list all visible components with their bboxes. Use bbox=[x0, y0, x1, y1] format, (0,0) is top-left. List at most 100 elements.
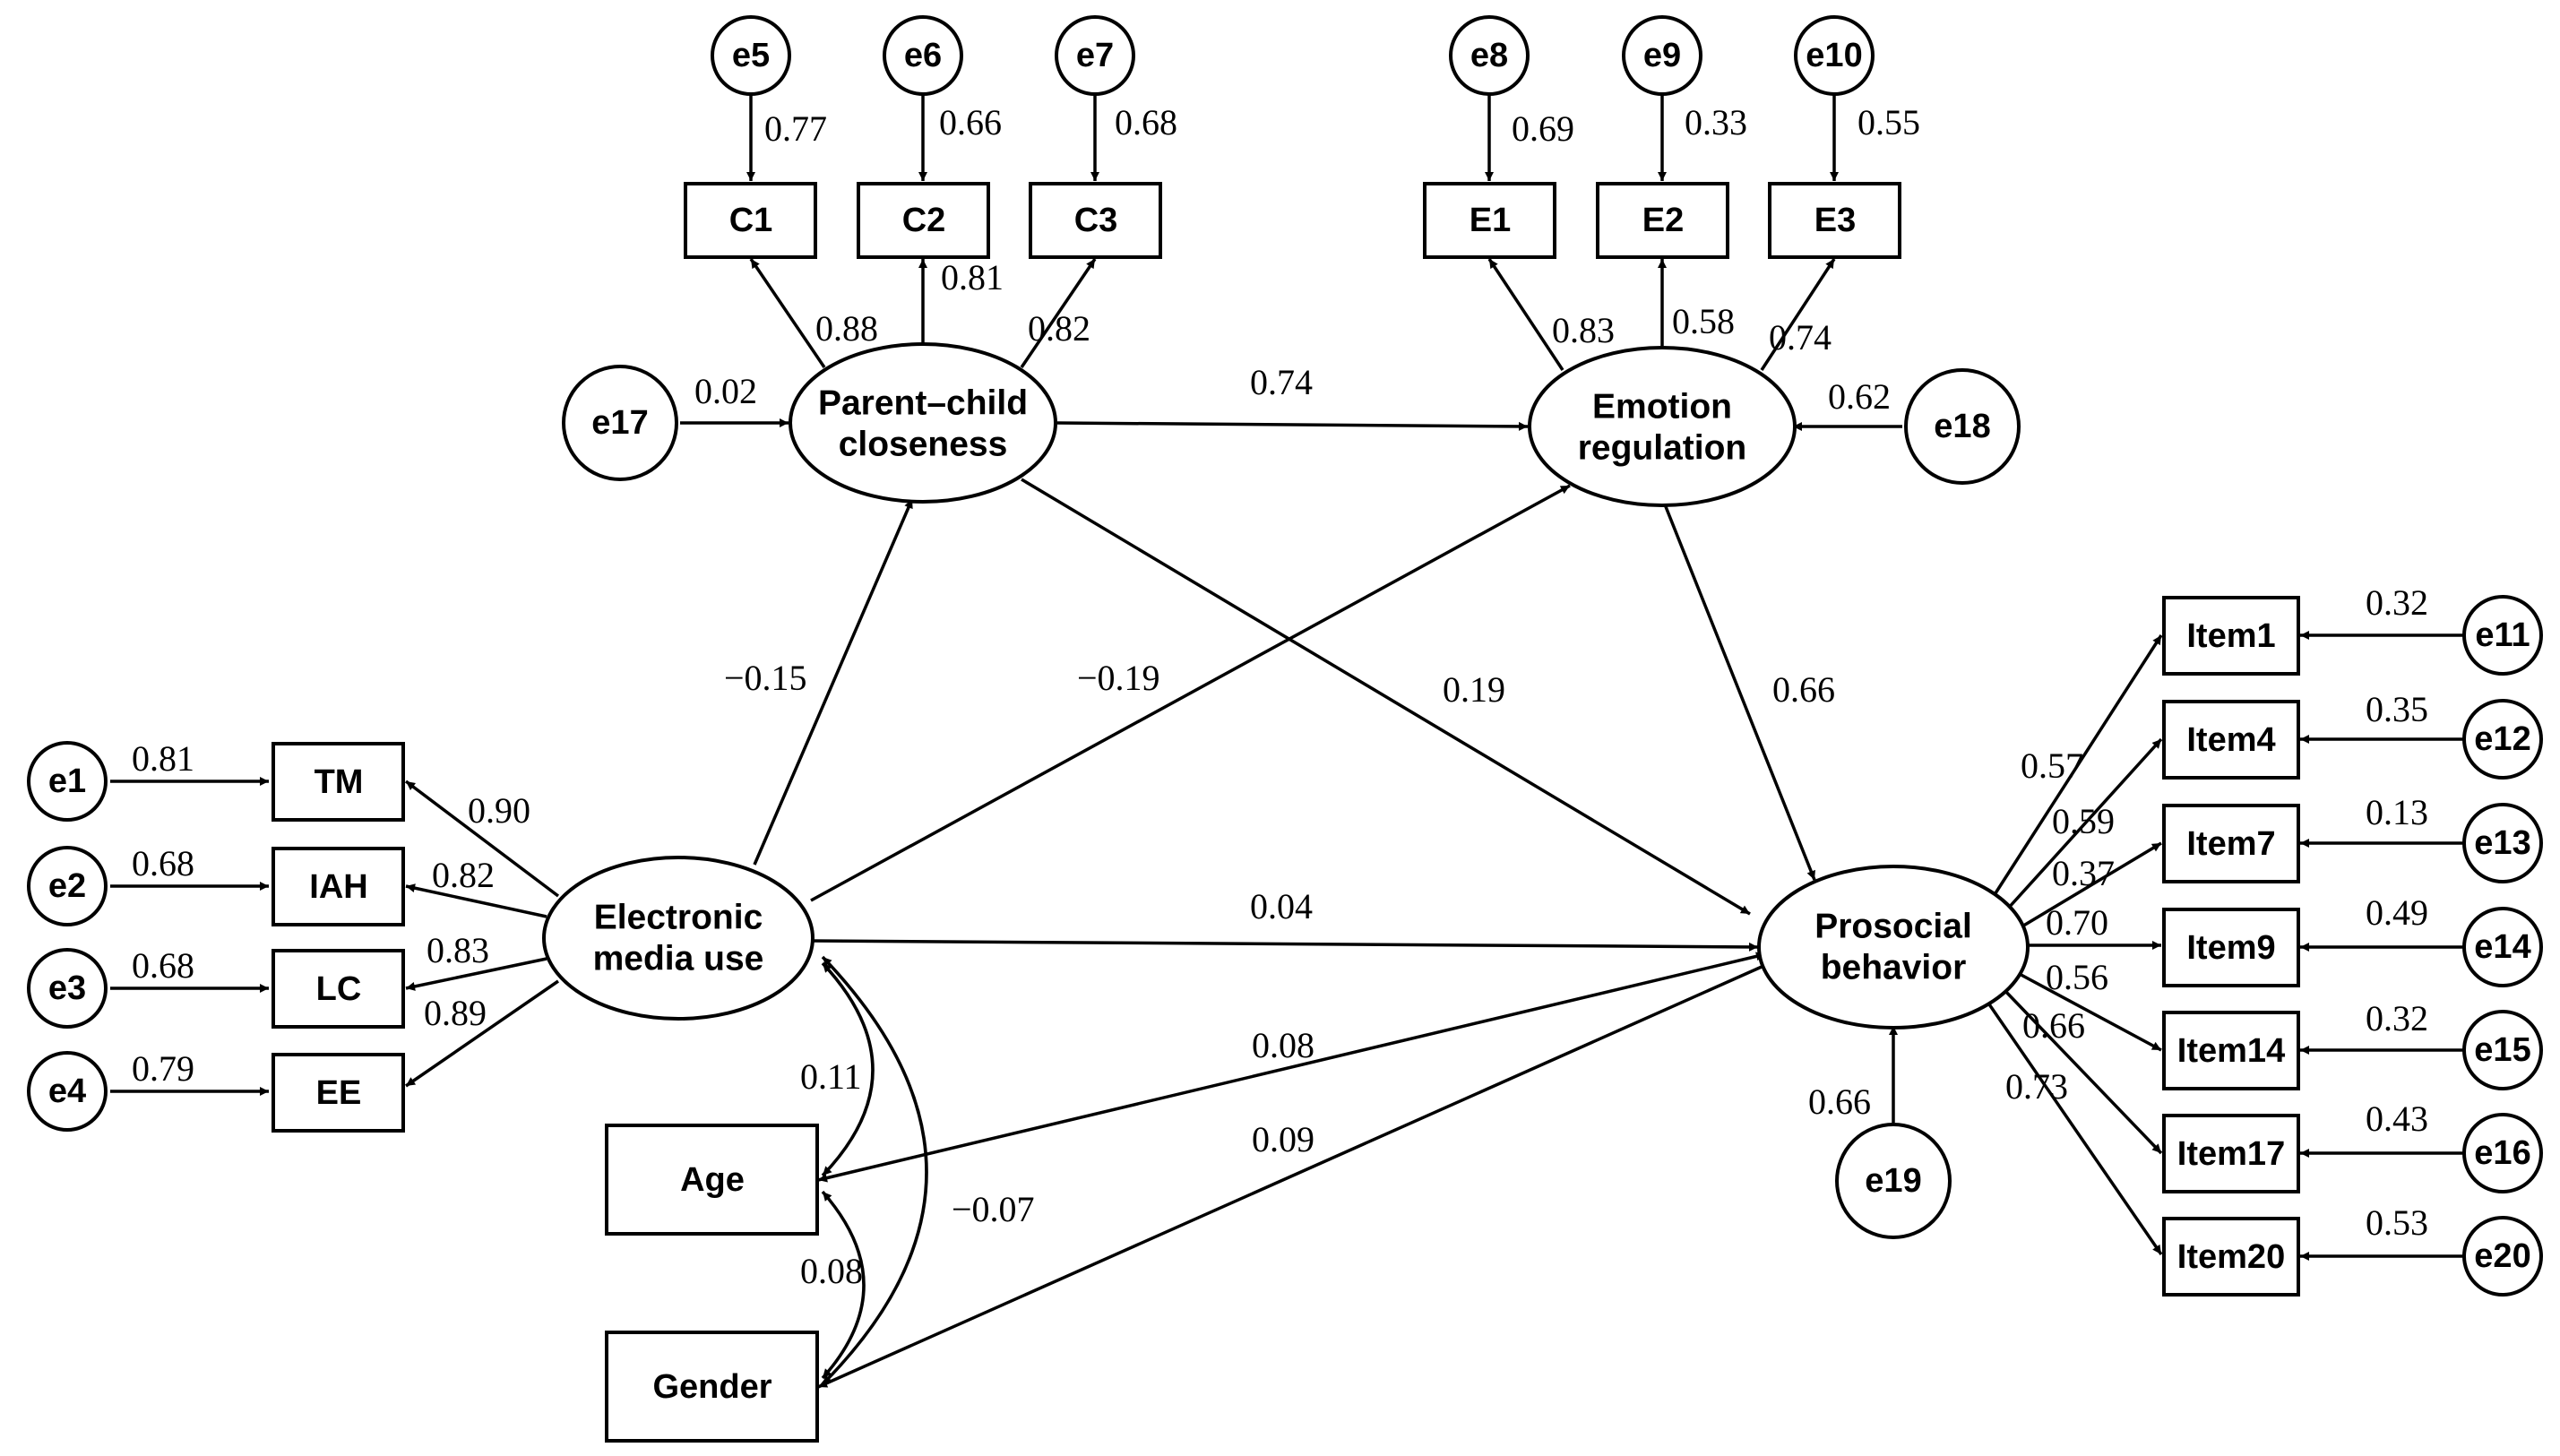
node-iah: IAH bbox=[272, 847, 405, 926]
node-prosocial-behavior: Prosocial behavior bbox=[1757, 865, 2030, 1030]
node-c2-label: C2 bbox=[902, 202, 946, 239]
node-tm: TM bbox=[272, 742, 405, 822]
node-e5: e5 bbox=[711, 15, 791, 96]
pcc-label-line2: closeness bbox=[839, 426, 1008, 464]
node-c2: C2 bbox=[857, 182, 990, 259]
node-item4: Item4 bbox=[2162, 700, 2300, 780]
edge-emu-pcc bbox=[753, 498, 914, 866]
coef-e17-pcc: 0.02 bbox=[694, 371, 757, 411]
er-label-line1: Emotion bbox=[1592, 388, 1732, 426]
node-e4-label: e4 bbox=[48, 1073, 86, 1110]
coef-er-pb: 0.66 bbox=[1772, 669, 1835, 710]
covariance-emu-gender bbox=[821, 955, 928, 1386]
node-e1-indicator-label: E1 bbox=[1470, 202, 1511, 239]
node-item1: Item1 bbox=[2162, 596, 2300, 676]
node-gender-label: Gender bbox=[652, 1368, 771, 1406]
node-e18-label: e18 bbox=[1934, 408, 1990, 445]
edge-er-e1 bbox=[1487, 258, 1564, 371]
edge-pcc-c1 bbox=[749, 258, 826, 368]
pb-label-line2: behavior bbox=[1821, 949, 1967, 987]
coef-pb-item4: 0.59 bbox=[2052, 801, 2115, 841]
node-item20: Item20 bbox=[2162, 1217, 2300, 1297]
node-e16-label: e16 bbox=[2474, 1134, 2530, 1172]
coef-e2-iah: 0.68 bbox=[132, 843, 194, 883]
coef-pcc-c1: 0.88 bbox=[815, 308, 878, 349]
coef-e19-pb: 0.66 bbox=[1808, 1081, 1871, 1122]
node-e3-indicator: E3 bbox=[1768, 182, 1901, 259]
edge-pb-item1 bbox=[1992, 634, 2163, 897]
coef-e13-item7: 0.13 bbox=[2366, 792, 2428, 832]
coefficient-labels: 0.81 0.68 0.68 0.79 0.90 0.82 0.83 0.89 … bbox=[132, 102, 2428, 1291]
emu-label-line1: Electronic bbox=[594, 899, 763, 937]
node-e7-label: e7 bbox=[1076, 37, 1114, 74]
edge-pb-item20 bbox=[1986, 1001, 2163, 1255]
coef-er-e2: 0.58 bbox=[1672, 301, 1735, 341]
node-age: Age bbox=[605, 1124, 819, 1236]
node-e2-indicator-label: E2 bbox=[1642, 202, 1684, 239]
node-e8-label: e8 bbox=[1470, 37, 1508, 74]
coef-emu-iah: 0.82 bbox=[432, 855, 495, 895]
coef-pcc-pb: 0.19 bbox=[1443, 669, 1505, 710]
node-item14: Item14 bbox=[2162, 1011, 2300, 1090]
node-item14-label: Item14 bbox=[2177, 1032, 2285, 1070]
node-e2-label: e2 bbox=[48, 867, 86, 905]
node-e6: e6 bbox=[883, 15, 963, 96]
node-e9: e9 bbox=[1622, 15, 1702, 96]
node-e19: e19 bbox=[1835, 1123, 1952, 1239]
node-e20: e20 bbox=[2462, 1216, 2543, 1297]
nodes: e1 e2 e3 e4 TM IAH LC EE e5 e6 e7 e8 e9 … bbox=[27, 15, 2543, 1443]
node-e1-label: e1 bbox=[48, 762, 86, 800]
edge-emu-tm bbox=[404, 780, 560, 898]
edge-pb-item4 bbox=[2005, 737, 2163, 911]
node-c1: C1 bbox=[684, 182, 817, 259]
coef-e16-item17: 0.43 bbox=[2366, 1098, 2428, 1139]
edge-emu-pb bbox=[810, 939, 1759, 952]
node-electronic-media-use: Electronic media use bbox=[542, 856, 815, 1021]
emu-label-line2: media use bbox=[593, 940, 764, 978]
node-e1-indicator: E1 bbox=[1423, 182, 1556, 259]
node-gender: Gender bbox=[605, 1331, 819, 1443]
node-e17: e17 bbox=[562, 365, 678, 481]
node-e20-label: e20 bbox=[2474, 1237, 2530, 1275]
edge-er-e3 bbox=[1760, 258, 1836, 371]
node-e15-label: e15 bbox=[2474, 1031, 2530, 1069]
coef-e3-lc: 0.68 bbox=[132, 945, 194, 986]
coef-emu-gender: −0.07 bbox=[952, 1189, 1035, 1229]
edge-pcc-c3 bbox=[1020, 258, 1097, 368]
node-parent-child-closeness: Parent–child closeness bbox=[789, 342, 1057, 504]
node-e11-label: e11 bbox=[2475, 616, 2530, 654]
coef-pb-item20: 0.73 bbox=[2005, 1066, 2068, 1107]
coef-emu-pcc: −0.15 bbox=[724, 658, 807, 698]
coef-pcc-c3: 0.82 bbox=[1028, 308, 1090, 349]
coef-age-gender: 0.08 bbox=[800, 1251, 863, 1291]
node-e3-indicator-label: E3 bbox=[1814, 202, 1856, 239]
node-e18: e18 bbox=[1904, 368, 2021, 485]
coef-pb-item17: 0.66 bbox=[2022, 1005, 2085, 1046]
coef-e14-item9: 0.49 bbox=[2366, 892, 2428, 933]
coef-emu-ee: 0.89 bbox=[424, 993, 487, 1033]
coef-emu-lc: 0.83 bbox=[427, 930, 489, 970]
node-e15: e15 bbox=[2462, 1010, 2543, 1090]
coef-e4-ee: 0.79 bbox=[132, 1048, 194, 1089]
node-e8: e8 bbox=[1449, 15, 1530, 96]
coef-emu-tm: 0.90 bbox=[468, 790, 530, 831]
node-e13: e13 bbox=[2462, 803, 2543, 883]
node-e14-label: e14 bbox=[2474, 928, 2530, 966]
node-e3-label: e3 bbox=[48, 969, 86, 1007]
coef-pb-item9: 0.70 bbox=[2046, 902, 2108, 943]
node-e14: e14 bbox=[2462, 907, 2543, 987]
node-item7: Item7 bbox=[2162, 804, 2300, 883]
coef-e15-item14: 0.32 bbox=[2366, 998, 2428, 1038]
edge-emu-er bbox=[810, 484, 1571, 902]
edges bbox=[110, 94, 2464, 1389]
node-e10: e10 bbox=[1794, 15, 1875, 96]
node-e4: e4 bbox=[27, 1051, 108, 1132]
node-item20-label: Item20 bbox=[2177, 1238, 2285, 1276]
coef-e18-er: 0.62 bbox=[1828, 376, 1891, 417]
node-item1-label: Item1 bbox=[2186, 617, 2275, 655]
coef-er-e3: 0.74 bbox=[1769, 317, 1832, 358]
coef-emu-er: −0.19 bbox=[1077, 658, 1160, 698]
coef-emu-age: 0.11 bbox=[800, 1056, 862, 1097]
coef-age-pb: 0.08 bbox=[1252, 1025, 1314, 1065]
